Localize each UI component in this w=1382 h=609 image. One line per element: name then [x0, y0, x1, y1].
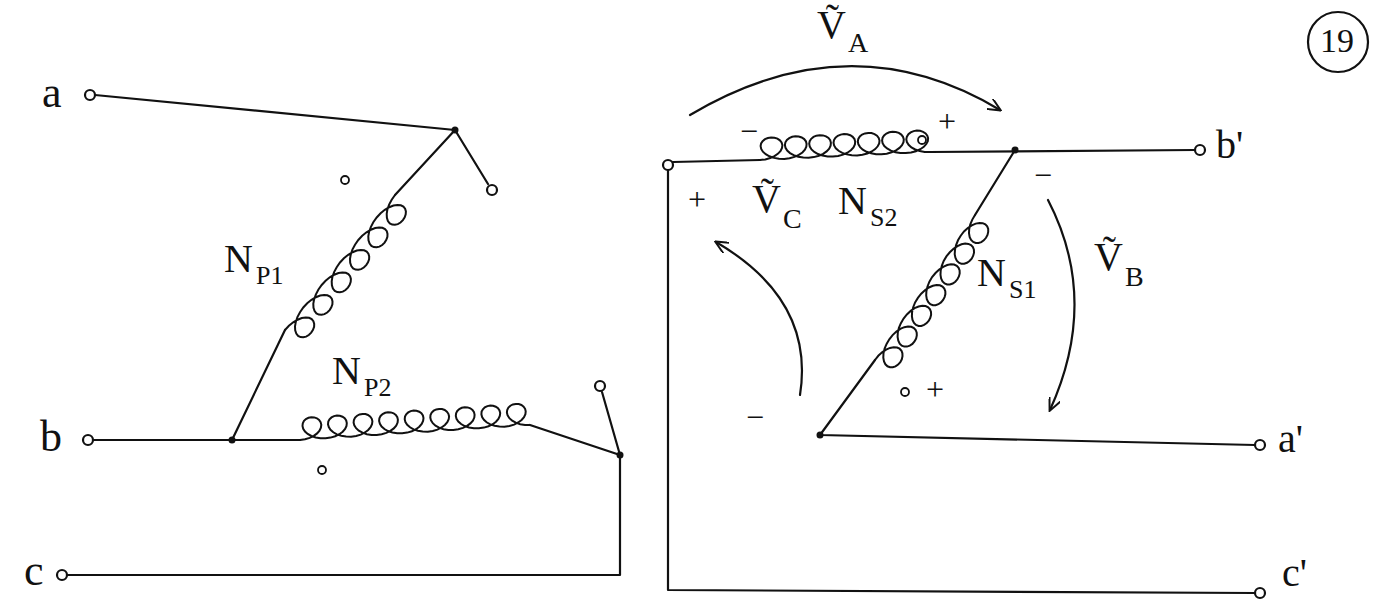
terminal-label: a: [40, 70, 64, 116]
polarity-sign: +: [936, 104, 958, 138]
voltage-label: Ṽ: [1092, 236, 1125, 278]
node-dot: [617, 452, 624, 459]
wire: [530, 392, 620, 455]
winding-label: N: [330, 350, 363, 392]
terminal-label: b: [38, 414, 64, 460]
wire: [975, 150, 1015, 215]
callout-circle: [1308, 12, 1368, 72]
polarity-sign: +: [924, 372, 946, 406]
voltage-label: Ṽ: [750, 178, 783, 220]
voltage-subscript: B: [1123, 262, 1146, 292]
wire: [668, 170, 1255, 593]
terminal: [1255, 440, 1265, 450]
winding-subscript: P2: [362, 374, 393, 402]
wire: [93, 439, 300, 441]
voltage-subscript: A: [846, 28, 870, 58]
terminal: [595, 381, 605, 391]
polarity-dot: [918, 136, 926, 144]
polarity-dot: [341, 176, 349, 184]
coil-winding: [300, 404, 530, 440]
terminal-label: a': [1276, 418, 1305, 460]
terminal-label: b': [1214, 124, 1245, 166]
terminal-label: c: [22, 548, 46, 594]
winding-label: N: [222, 238, 255, 280]
node-dot: [817, 432, 824, 439]
node-dot: [452, 127, 459, 134]
wire: [820, 360, 1255, 445]
winding-subscript: P1: [254, 262, 285, 290]
polarity-sign: −: [744, 400, 766, 434]
node-dot: [1012, 147, 1019, 154]
terminal: [57, 570, 67, 580]
terminal: [1255, 588, 1265, 598]
polarity-sign: −: [1032, 158, 1054, 192]
voltage-arrow: [1048, 200, 1075, 410]
polarity-dot: [318, 466, 326, 474]
terminal: [663, 160, 673, 170]
node-dot: [229, 437, 236, 444]
voltage-arrow: [716, 242, 802, 395]
callout-number: 19: [1318, 23, 1356, 59]
polarity-dot: [901, 388, 909, 396]
coil-winding: [760, 131, 930, 160]
voltage-subscript: C: [781, 204, 804, 234]
polarity-sign: −: [738, 114, 760, 148]
wire: [95, 95, 488, 184]
terminal-label: c': [1280, 552, 1309, 594]
winding-subscript: S1: [1007, 276, 1038, 304]
winding-label: N: [975, 252, 1008, 294]
terminal: [83, 435, 93, 445]
wire: [67, 455, 620, 575]
terminal: [85, 90, 95, 100]
terminal: [487, 185, 497, 195]
winding-label: N: [836, 180, 869, 222]
terminal: [1195, 145, 1205, 155]
coil-winding: [875, 215, 988, 367]
polarity-sign: +: [686, 182, 708, 216]
winding-subscript: S2: [868, 204, 899, 232]
wire: [673, 160, 760, 162]
coil-winding: [285, 195, 406, 337]
wire: [930, 150, 1195, 152]
wire: [232, 330, 285, 440]
wire: [395, 130, 455, 195]
voltage-label: Ṽ: [815, 4, 848, 46]
